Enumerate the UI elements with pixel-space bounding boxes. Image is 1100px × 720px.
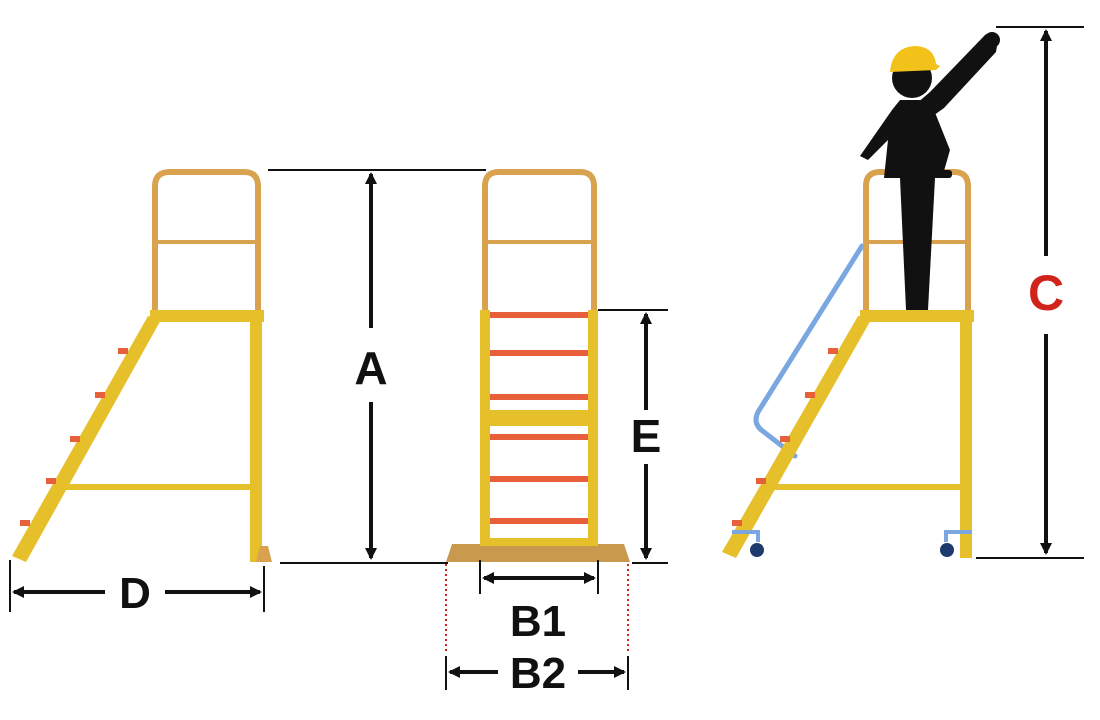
caster-wheel-icon <box>732 530 764 557</box>
cross-brace <box>64 484 254 490</box>
label-b1: B1 <box>510 597 566 646</box>
worker-back-leg <box>960 318 972 558</box>
label-e: E <box>631 410 662 462</box>
label-a: A <box>354 342 387 394</box>
blue-handrail <box>753 243 865 459</box>
dimension-a: A <box>268 169 486 564</box>
front-guard-rail <box>482 169 597 312</box>
side-view-ladder <box>12 169 272 562</box>
side-view-ladder-with-worker <box>722 32 1000 558</box>
worker-front-stringer <box>722 316 872 558</box>
front-platform-edge <box>486 410 592 426</box>
dimension-c: C <box>976 26 1084 559</box>
back-leg <box>250 318 262 562</box>
front-view-ladder <box>446 169 630 562</box>
hard-hat-icon <box>890 46 940 72</box>
base-bottom-bar <box>480 538 598 546</box>
label-b2: B2 <box>510 649 566 698</box>
dimension-d: D <box>9 560 265 618</box>
dimension-e: E <box>598 309 668 564</box>
foot-pad <box>256 546 272 562</box>
worker-step-tabs <box>732 348 838 526</box>
guard-rail <box>152 169 261 312</box>
base-plate <box>446 544 630 562</box>
dimension-b1: B1 <box>479 560 599 646</box>
label-c: C <box>1028 265 1064 321</box>
worker-cross-brace <box>770 484 964 490</box>
caster-wheel-icon <box>940 530 972 557</box>
label-d: D <box>119 569 151 618</box>
front-stringer <box>12 316 162 562</box>
worker-platform <box>860 310 974 322</box>
platform <box>150 310 264 322</box>
step-tabs <box>20 348 128 526</box>
left-stringer <box>480 310 490 546</box>
right-stringer <box>588 310 598 546</box>
front-steps <box>490 312 588 524</box>
dimension-b2: B2 <box>445 564 629 698</box>
